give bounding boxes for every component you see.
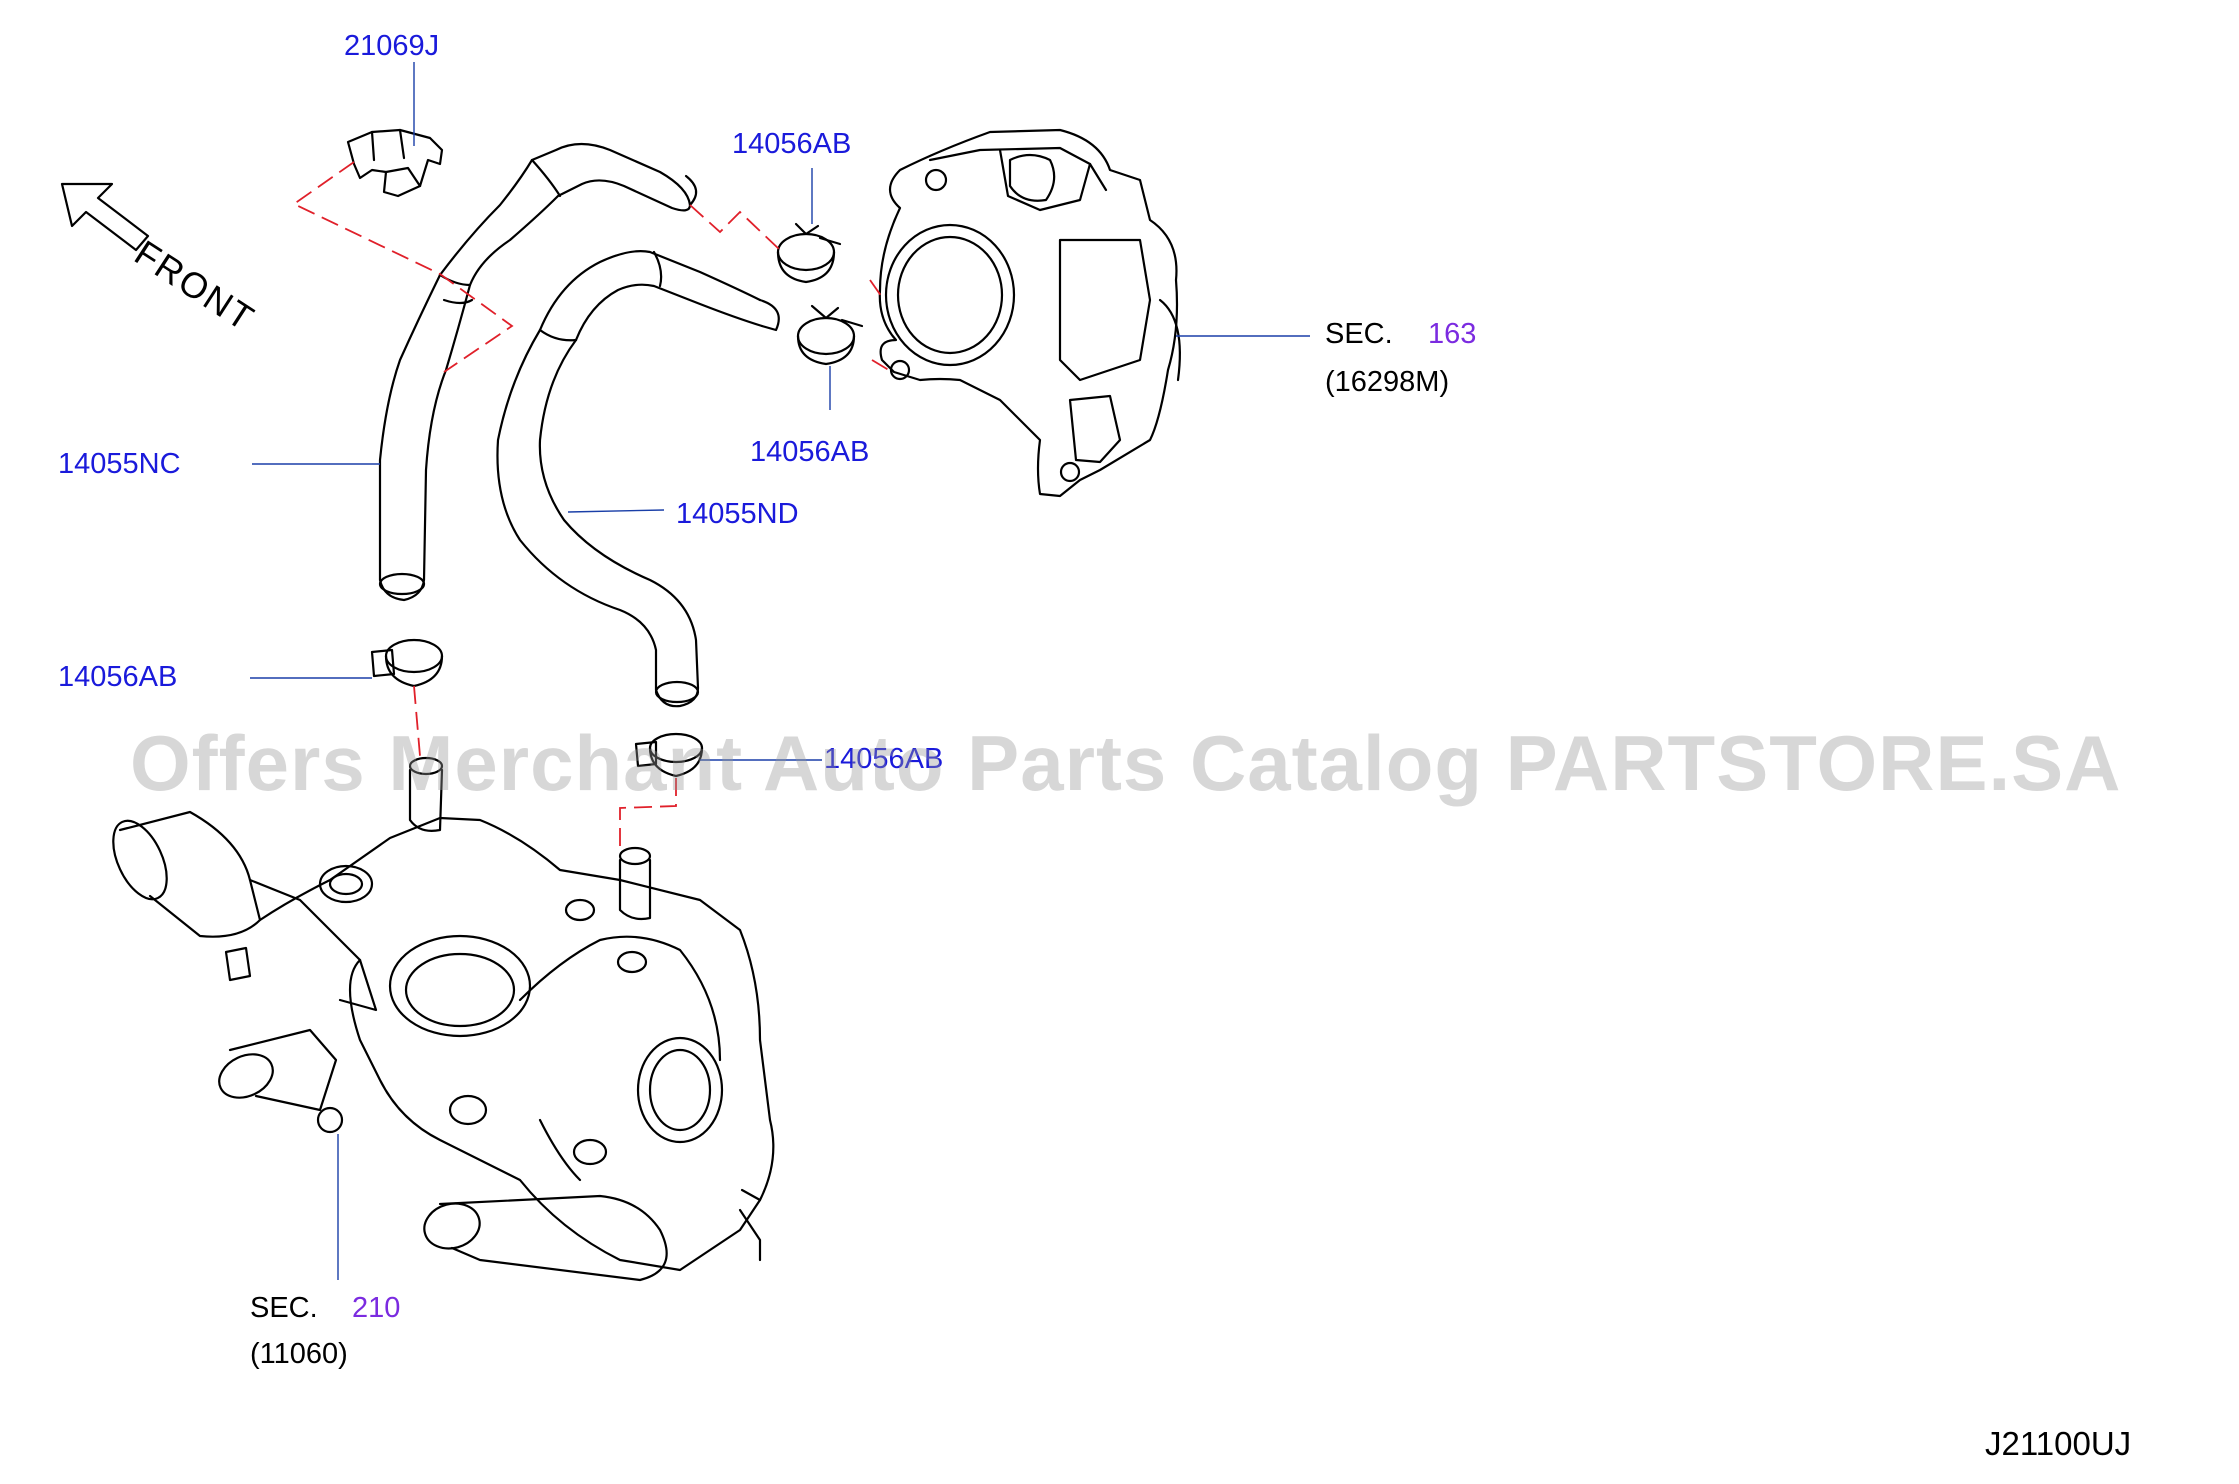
dashed-guide-lines (292, 161, 893, 850)
hose-14055nc (378, 142, 698, 602)
section-number-210[interactable]: 210 (352, 1292, 401, 1324)
clamp-lower-right (796, 304, 864, 366)
part-label-14055nc[interactable]: 14055NC (58, 448, 181, 480)
water-outlet-housing (112, 756, 775, 1282)
clamp-lower-left (370, 638, 444, 688)
part-label-21069j[interactable]: 21069J (344, 30, 440, 62)
section-number-163[interactable]: 163 (1428, 318, 1477, 350)
hose-14055nd (496, 250, 780, 708)
part-label-14056ab-lower[interactable]: 14056AB (750, 436, 870, 468)
hose-clip-part (346, 128, 444, 198)
diagram-code: J21100UJ (1985, 1425, 2132, 1462)
part-label-14056ab-upper[interactable]: 14056AB (732, 128, 852, 160)
section-ref-16298m: (16298M) (1325, 366, 1450, 398)
part-label-14056ab-left[interactable]: 14056AB (58, 661, 178, 693)
front-arrow-icon (60, 182, 150, 252)
watermark-text: Offers Merchant Auto Parts Catalog PARTS… (130, 719, 2122, 807)
clamp-upper-right (776, 222, 842, 284)
clamp-center (634, 732, 704, 778)
part-label-14056ab-center[interactable]: 14056AB (824, 743, 944, 775)
section-label-throttle: SEC. (1325, 318, 1393, 350)
leader-lines (250, 62, 1310, 1280)
section-label-water-outlet: SEC. (250, 1292, 318, 1324)
throttle-body (878, 128, 1181, 498)
part-label-14055nd[interactable]: 14055ND (676, 498, 799, 530)
section-ref-11060: (11060) (250, 1338, 348, 1370)
